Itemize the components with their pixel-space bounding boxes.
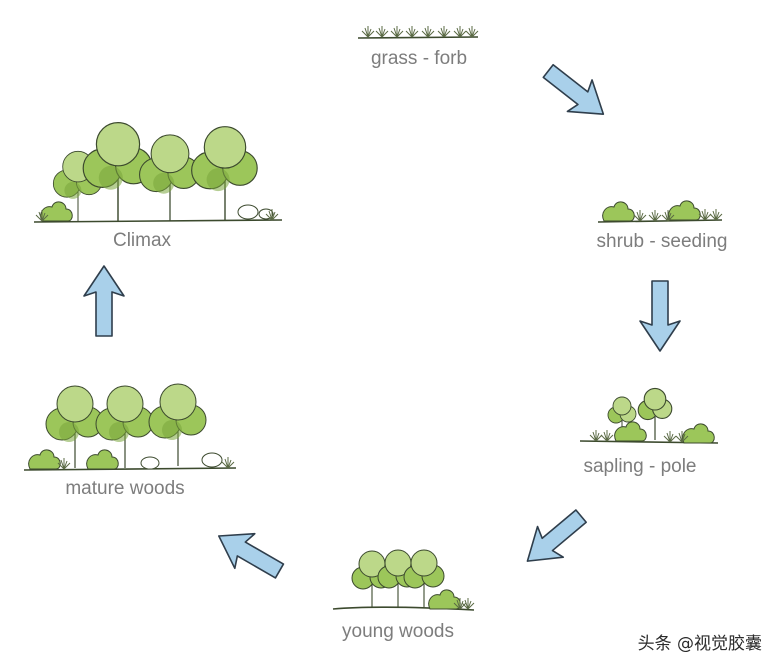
grass-forb-label: grass - forb	[370, 48, 468, 69]
sapling-pole-illustration	[579, 387, 719, 444]
cycle-arrow-3	[513, 500, 595, 578]
cycle-arrow-4	[208, 517, 291, 590]
mature-woods-illustration	[23, 383, 237, 471]
climax-illustration	[33, 121, 283, 223]
mature-woods-label: mature woods	[65, 478, 185, 499]
shrub-seeding-illustration	[597, 200, 723, 223]
young-woods-label: young woods	[342, 621, 454, 642]
grass-forb-illustration	[357, 25, 479, 39]
cycle-arrow-2	[639, 280, 681, 352]
climax-label: Climax	[112, 230, 172, 251]
shrub-seeding-label: shrub - seeding	[596, 231, 728, 252]
cycle-arrow-1	[535, 54, 617, 131]
young-woods-illustration	[332, 549, 475, 611]
watermark: 头条 @视觉胶囊	[637, 634, 762, 654]
sapling-pole-label: sapling - pole	[583, 456, 697, 477]
cycle-arrow-5	[83, 265, 125, 337]
